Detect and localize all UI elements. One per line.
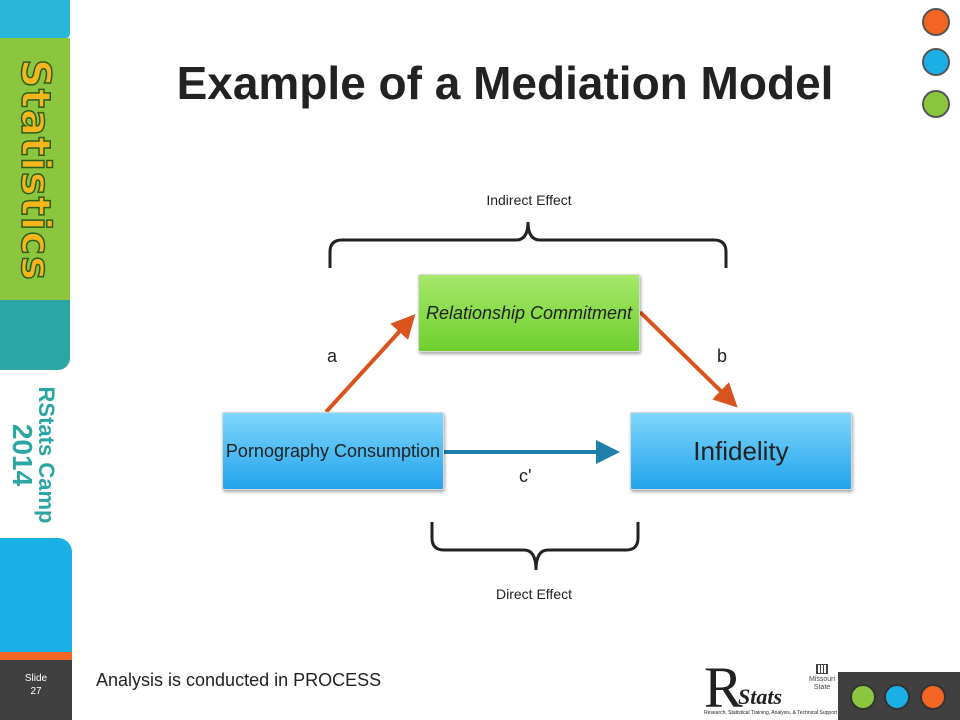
green-circle-icon (922, 90, 950, 118)
green-circle-icon (850, 684, 876, 710)
orange-circle-icon (920, 684, 946, 710)
footer-note: Analysis is conducted in PROCESS (96, 670, 382, 690)
mediator-box: Relationship Commitment (418, 274, 640, 352)
slide-number: Slide 27 (0, 672, 72, 698)
blue-circle-icon (922, 48, 950, 76)
direct-effect-label: Direct Effect (496, 586, 572, 602)
path-b-label: b (717, 346, 728, 366)
partner-name: Missouri State (808, 676, 836, 691)
bottom-dot-bar (838, 672, 960, 720)
outcome-box: Infidelity (630, 412, 852, 490)
rstats-logo: R Stats Research, Statistical Training, … (700, 655, 840, 720)
predictor-label: Pornography Consumption (225, 441, 441, 461)
indirect-effect-label: Indirect Effect (486, 192, 572, 208)
orange-circle-icon (922, 8, 950, 36)
sidebar-dark-band (0, 660, 72, 720)
slide-number-value: 27 (30, 686, 42, 697)
sidebar-blue-band (0, 538, 72, 656)
predictor-box: Pornography Consumption (222, 412, 444, 490)
sidebar-white-band (0, 370, 70, 538)
indirect-effect-brace (328, 221, 728, 268)
missouri-state-logo: Missouri State (808, 664, 836, 692)
outcome-label: Infidelity (693, 435, 789, 466)
building-icon (816, 664, 828, 674)
rstats-tagline: Research, Statistical Training, Analysis… (704, 710, 838, 716)
slide-title: Example of a Mediation Model (176, 57, 834, 109)
left-sidebar: Statistics RStats Camp 2014 Slide 27 (0, 0, 74, 720)
direct-effect-brace (430, 522, 640, 571)
sidebar-orange-band (0, 652, 72, 660)
rstats-logo-letter: R (704, 655, 743, 720)
path-a-arrow (324, 314, 416, 414)
path-a-label: a (327, 346, 338, 366)
sidebar-teal-band (0, 300, 70, 370)
path-c-label: c' (519, 466, 532, 486)
sidebar-top-band (0, 0, 70, 38)
path-b-arrow (638, 310, 738, 408)
blue-circle-icon (884, 684, 910, 710)
rstats-logo-word: Stats (738, 684, 783, 709)
slide-number-label: Slide (24, 673, 48, 684)
mediator-label: Relationship Commitment (425, 303, 633, 323)
sidebar-green-band (0, 38, 70, 300)
